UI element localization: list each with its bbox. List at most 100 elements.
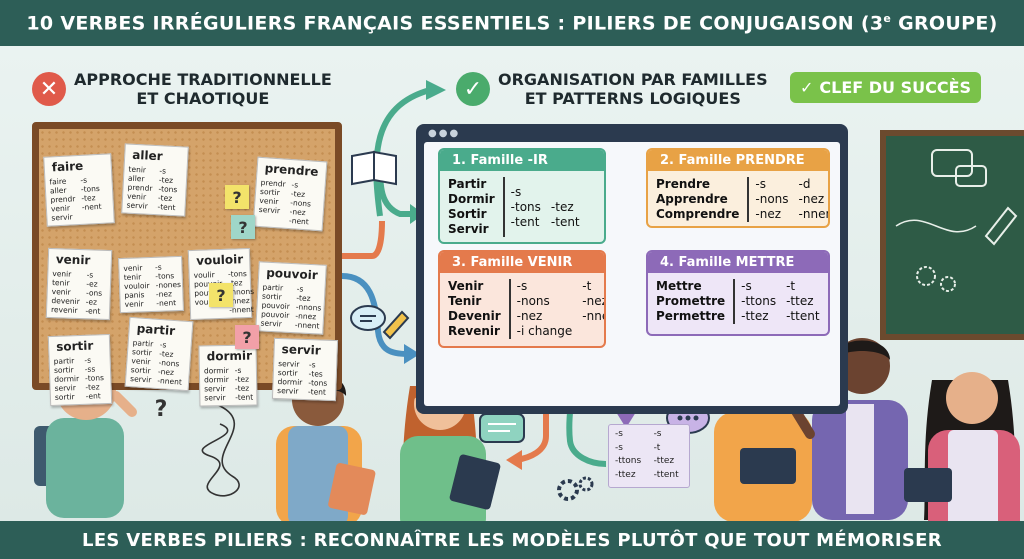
student-girl-3 [904, 372, 1020, 521]
family-ending: -nez [798, 192, 825, 206]
verb-card-line: -nnent [294, 320, 320, 331]
question-mark-icon: ? [225, 185, 249, 209]
family-verb: Prendre [656, 177, 711, 191]
verb-card-title: servir [281, 342, 321, 358]
verb-card-title: pouvoir [265, 265, 319, 283]
verb-card-line: vouloir [123, 281, 150, 291]
family-ending: -s [755, 177, 766, 191]
family-ending: -t [786, 279, 796, 293]
ending-line: -ttent [653, 469, 679, 480]
verb-card-line: servir [260, 318, 283, 329]
family-verb: Dormir [448, 192, 495, 206]
family-ending: -ttent [786, 309, 820, 323]
verb-card-line: dormir [203, 374, 229, 385]
badge-label: CLEF DU SUCCÈS [819, 78, 972, 97]
verb-card-title: prendre [264, 161, 319, 179]
verb-card-line: venir [124, 299, 144, 309]
verb-card-column: -s-tez-nons-nez-nent [289, 180, 313, 226]
family-ending: -s [510, 184, 522, 199]
footer-text: LES VERBES PILIERS : RECONNAÎTRE LES MOD… [82, 529, 942, 551]
ending-line: -ttez [653, 456, 675, 466]
family-title: 2. Famille PRENDRE [648, 150, 828, 171]
family-ending [551, 185, 580, 200]
verb-card-column: -s-ss-tons-tez-ent [84, 355, 104, 401]
verb-card-line: -tent [307, 387, 327, 397]
ending-line: -ttez [615, 469, 636, 480]
arrow-blue [341, 273, 409, 357]
success-badge: ✓ CLEF DU SUCCÈS [790, 72, 982, 103]
family-endings: -s-t-nons-nez-nez-nnent-i change [508, 279, 604, 339]
family-ending: -nez [755, 207, 782, 221]
family-ending: -tent [550, 214, 580, 229]
verb-card-line: -tez [234, 374, 250, 384]
verb-card-line: -tez [234, 383, 250, 393]
verb-card-line: servir [129, 374, 152, 385]
verb-card-line: -nones [155, 279, 182, 290]
family-ending [582, 324, 604, 339]
check-icon: ✓ [456, 72, 490, 106]
left-header-line1: APPROCHE TRADITIONNELLE [74, 70, 332, 89]
verb-card-title: vouloir [195, 252, 244, 268]
family-ending: -nons [755, 192, 789, 206]
family-verb: Revenir [448, 324, 500, 338]
family-verb: Devenir [448, 309, 501, 323]
verb-card-column: -s-tez-tez-tent [235, 366, 254, 402]
family-ending: -nez [516, 309, 543, 323]
question-mark-icon: ? [209, 283, 233, 307]
verb-card-line: servir [126, 200, 149, 211]
family-endings: -s-d-nons-nez-nez-nnent [747, 177, 828, 222]
ending-line: -s [615, 442, 623, 453]
ending-line: -s [615, 429, 623, 439]
verb-card-line: -nent [81, 201, 102, 212]
verb-card-column: -s-ez-ons-ez-ent [85, 270, 103, 316]
family-title: 3. Famille VENIR [440, 252, 604, 273]
window-dots-icon: ●●● [428, 128, 461, 139]
verb-card-line: -nent [288, 216, 310, 227]
verb-card-line: servir [54, 383, 76, 393]
family-ending: -d [798, 177, 811, 191]
family-endings: -s-tons-tez-tent-tent [502, 177, 580, 237]
verb-card-line: servir [204, 393, 226, 403]
family-endings: -s-t-ttons-ttez-ttez-ttent [733, 279, 820, 324]
verb-card-line: -nent [156, 298, 177, 308]
verb-card-line: servir [204, 384, 226, 394]
family-verb: Servir [448, 222, 489, 236]
verb-card-line: -tent [235, 392, 254, 402]
title-banner: 10 VERBES IRRÉGULIERS FRANÇAIS ESSENTIEL… [0, 0, 1024, 46]
verb-card-title: dormir [206, 348, 253, 364]
question-mark-icon: ? [154, 396, 168, 422]
verb-card-line: -nnent [157, 375, 183, 387]
verb-card-line: servir [258, 204, 281, 216]
verb-card-title: partir [136, 321, 176, 339]
family-ending: -nons [516, 294, 550, 308]
verb-card-column: -s-tez-tons-tez-tent [157, 166, 178, 212]
family-ending: -t [582, 279, 592, 293]
verb-card-line: dormir [203, 365, 229, 376]
family-title: 1. Famille -IR [440, 150, 604, 171]
